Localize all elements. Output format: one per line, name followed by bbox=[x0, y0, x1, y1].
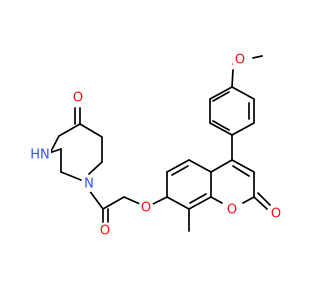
bond bbox=[88, 189, 104, 210]
bond bbox=[189, 193, 207, 204]
atom-label-n-piperazine: N bbox=[81, 176, 97, 192]
bond bbox=[166, 196, 190, 210]
bond bbox=[231, 69, 234, 88]
bond bbox=[188, 159, 212, 173]
bond bbox=[171, 165, 189, 176]
atom-text: HN bbox=[30, 148, 50, 163]
bond bbox=[88, 161, 103, 175]
atom-text: O bbox=[227, 203, 237, 218]
phenyl-ring bbox=[209, 86, 255, 136]
bond bbox=[60, 171, 82, 181]
bond bbox=[257, 192, 271, 206]
bond bbox=[188, 196, 212, 210]
atom-label-o-ether: O bbox=[138, 200, 154, 216]
bond bbox=[79, 123, 103, 138]
molecule-diagram: O O O O O N HN O bbox=[29, 52, 284, 239]
bond bbox=[253, 196, 268, 210]
atom-text: O bbox=[235, 53, 245, 68]
bond bbox=[210, 196, 223, 204]
bond bbox=[102, 196, 125, 210]
bond bbox=[242, 196, 255, 204]
bond bbox=[58, 123, 81, 137]
bond bbox=[152, 196, 168, 205]
bond bbox=[210, 159, 233, 173]
atom-label-o-ring: O bbox=[224, 202, 240, 218]
atom-label-o-piperazinone: O bbox=[70, 90, 86, 106]
atom-label-o-lactone-carbonyl: O bbox=[268, 206, 284, 222]
atom-label-o-methoxy: O bbox=[232, 52, 248, 68]
bond bbox=[232, 165, 250, 177]
atom-label-o-amide: O bbox=[97, 223, 113, 239]
bond bbox=[123, 196, 141, 205]
bond bbox=[252, 55, 263, 59]
atom-label-nh-piperazine: HN bbox=[29, 147, 51, 163]
bond bbox=[166, 159, 190, 173]
bond bbox=[212, 91, 230, 102]
bond bbox=[212, 120, 230, 131]
atom-text: N bbox=[84, 177, 94, 192]
atom-text: O bbox=[73, 91, 83, 106]
bond bbox=[231, 159, 255, 173]
atom-text: O bbox=[100, 224, 110, 239]
atom-text: O bbox=[271, 207, 281, 222]
atom-text: O bbox=[141, 201, 151, 216]
